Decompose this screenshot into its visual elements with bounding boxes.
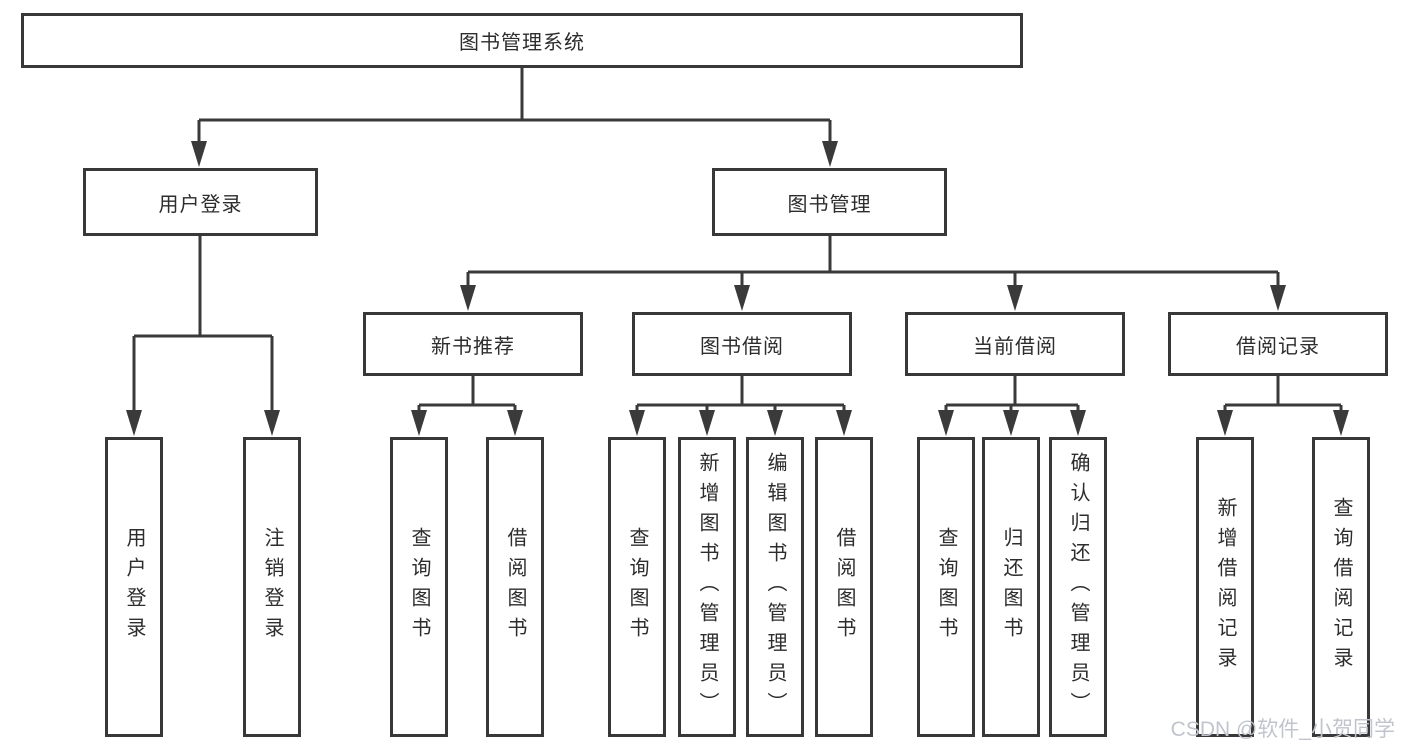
node-user-login-label: 用户登录: [158, 193, 243, 216]
csdn-watermark: CSDN @软件_小贺同学: [1170, 718, 1395, 741]
connector-userlogin-to-leaves: [126, 236, 280, 436]
leaf-query-borrow-record-label: 查询借阅记录: [1330, 497, 1352, 677]
leaf-query-books-borrowing: 查询图书: [608, 437, 666, 737]
leaf-edit-book-admin: 编辑图书（管理员）: [746, 437, 804, 737]
leaf-borrow-books-recommend: 借阅图书: [486, 437, 544, 737]
node-borrowing-records-label: 借阅记录: [1236, 335, 1320, 358]
node-user-login: 用户登录: [83, 168, 318, 236]
node-current-borrowing-label: 当前借阅: [973, 335, 1057, 358]
leaf-add-borrow-record: 新增借阅记录: [1196, 437, 1254, 737]
node-book-management-label: 图书管理: [787, 193, 872, 216]
node-new-book-recommendation-label: 新书推荐: [431, 335, 515, 358]
leaf-query-books-borrowing-label: 查询图书: [626, 527, 648, 647]
leaf-query-books-current-label: 查询图书: [935, 527, 957, 647]
leaf-user-login: 用户登录: [105, 437, 163, 737]
connector-bookborrow-to-leaves: [629, 376, 852, 436]
connector-currentborrow-to-leaves: [938, 376, 1086, 436]
leaf-add-borrow-record-label: 新增借阅记录: [1214, 497, 1236, 677]
leaf-query-borrow-record: 查询借阅记录: [1312, 437, 1370, 737]
leaf-add-book-admin: 新增图书（管理员）: [678, 437, 736, 737]
node-new-book-recommendation: 新书推荐: [363, 312, 583, 376]
leaf-borrow-books-recommend-label: 借阅图书: [504, 527, 526, 647]
leaf-borrow-books-borrowing-label: 借阅图书: [833, 527, 855, 647]
leaf-logout-label: 注销登录: [261, 527, 283, 647]
connector-borrowrecords-to-leaves: [1217, 376, 1349, 436]
leaf-confirm-return-admin: 确认归还（管理员）: [1049, 437, 1107, 737]
node-book-management: 图书管理: [712, 168, 947, 236]
connector-bookmgmt-to-level3: [460, 236, 1286, 311]
leaf-confirm-return-admin-label: 确认归还（管理员）: [1067, 452, 1089, 722]
leaf-return-book: 归还图书: [982, 437, 1040, 737]
leaf-query-books-current: 查询图书: [917, 437, 975, 737]
leaf-query-books-recommend: 查询图书: [390, 437, 448, 737]
node-borrowing-records: 借阅记录: [1168, 312, 1388, 376]
connector-root-to-level2: [191, 68, 838, 167]
connector-newbookrec-to-leaves: [411, 376, 523, 436]
leaf-add-book-admin-label: 新增图书（管理员）: [696, 452, 718, 722]
leaf-query-books-recommend-label: 查询图书: [408, 527, 430, 647]
leaf-edit-book-admin-label: 编辑图书（管理员）: [764, 452, 786, 722]
node-book-borrowing: 图书借阅: [632, 312, 852, 376]
node-current-borrowing: 当前借阅: [905, 312, 1125, 376]
leaf-logout: 注销登录: [243, 437, 301, 737]
leaf-return-book-label: 归还图书: [1000, 527, 1022, 647]
node-library-management-system-label: 图书管理系统: [459, 32, 585, 54]
node-book-borrowing-label: 图书借阅: [700, 335, 784, 358]
leaf-user-login-label: 用户登录: [123, 527, 145, 647]
node-library-management-system: 图书管理系统: [21, 13, 1023, 68]
leaf-borrow-books-borrowing: 借阅图书: [815, 437, 873, 737]
